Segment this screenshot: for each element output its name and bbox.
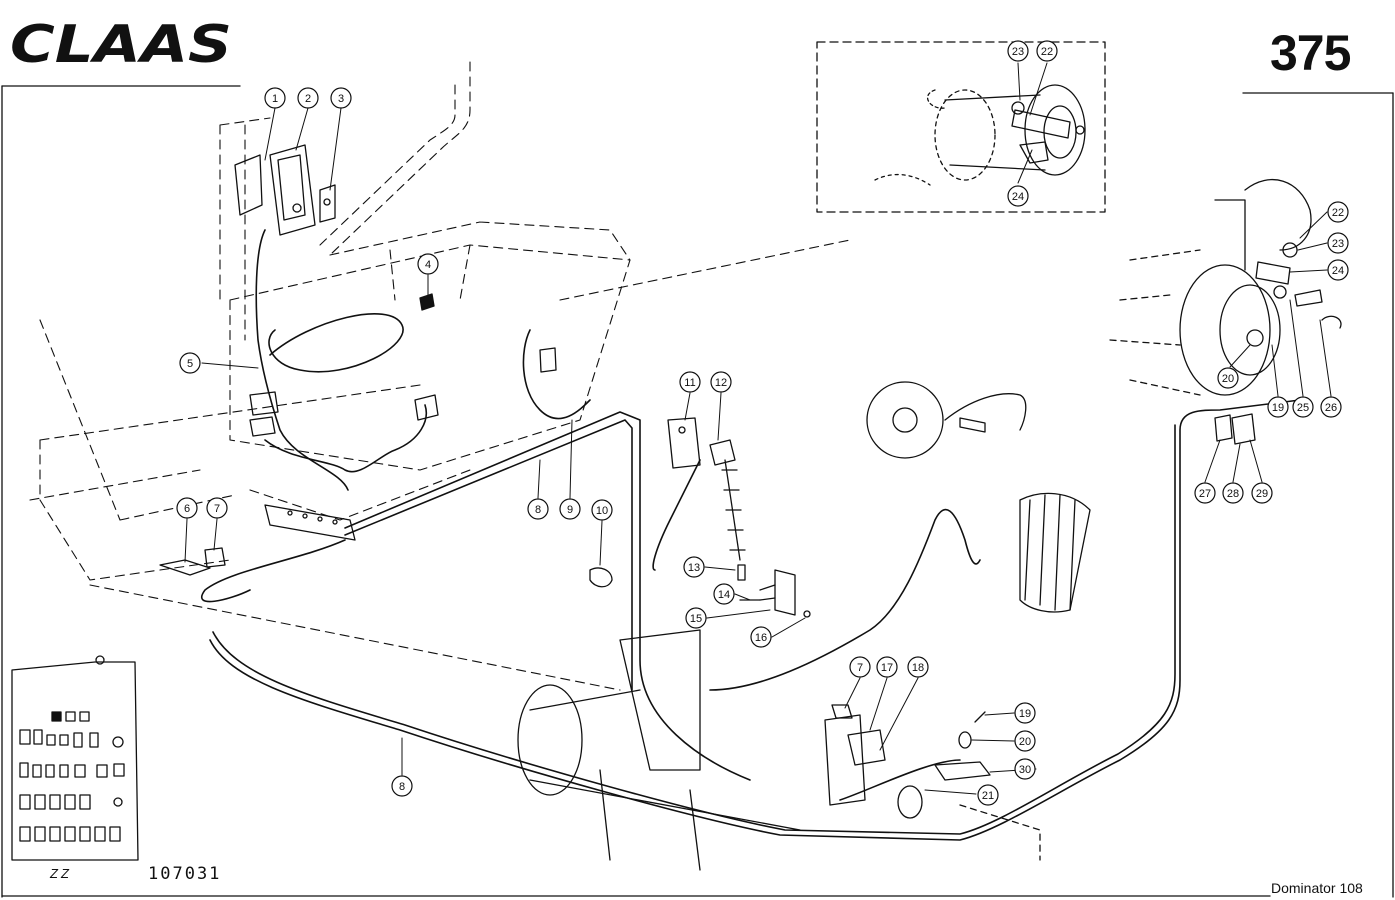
- svg-text:24: 24: [1332, 265, 1344, 277]
- callout-8-b: 8: [391, 775, 413, 797]
- svg-text:7: 7: [857, 662, 863, 674]
- svg-text:8: 8: [399, 781, 405, 793]
- callout-24-a: 24: [1007, 185, 1029, 207]
- callout-25: 25: [1292, 396, 1314, 418]
- callout-13: 13: [683, 556, 705, 578]
- callout-3: 3: [330, 87, 352, 109]
- svg-text:8: 8: [535, 504, 541, 516]
- svg-text:17: 17: [881, 662, 893, 674]
- callout-16: 16: [750, 626, 772, 648]
- svg-text:4: 4: [425, 259, 431, 271]
- callout-24-b: 24: [1327, 259, 1349, 281]
- lower-beater: [517, 492, 1091, 871]
- switch-bracket: [234, 144, 336, 236]
- callout-22-a: 22: [1036, 40, 1058, 62]
- svg-text:20: 20: [1222, 373, 1234, 385]
- callout-20-a: 20: [1014, 730, 1036, 752]
- callout-14: 14: [713, 583, 735, 605]
- svg-text:27: 27: [1199, 488, 1211, 500]
- callout-27: 27: [1194, 482, 1216, 504]
- callout-7-a: 7: [206, 497, 228, 519]
- callout-9: 9: [559, 498, 581, 520]
- part-callouts: 1 2 3 4 5 6 7 8 9 10 11 12 13 14 15 16 7…: [176, 40, 1349, 806]
- callout-5: 5: [179, 352, 201, 374]
- callout-23-a: 23: [1007, 40, 1029, 62]
- svg-text:18: 18: [912, 662, 924, 674]
- rear-drum-assembly: [866, 179, 1342, 459]
- svg-text:28: 28: [1227, 488, 1239, 500]
- svg-text:29: 29: [1256, 488, 1268, 500]
- svg-text:20: 20: [1019, 736, 1031, 748]
- svg-text:22: 22: [1332, 207, 1344, 219]
- svg-text:16: 16: [755, 632, 767, 644]
- callout-8-a: 8: [527, 498, 549, 520]
- callout-28: 28: [1222, 482, 1244, 504]
- sensor-bracket-parts: [159, 417, 811, 618]
- detail-inset: [816, 41, 1106, 213]
- svg-text:19: 19: [1019, 708, 1031, 720]
- callout-7-b: 7: [849, 656, 871, 678]
- svg-text:1: 1: [272, 93, 278, 105]
- cab-outline: [29, 61, 851, 691]
- callout-10: 10: [591, 499, 613, 521]
- callout-22-b: 22: [1327, 201, 1349, 223]
- svg-text:25: 25: [1297, 402, 1309, 414]
- leader-lines: [184, 62, 1332, 795]
- svg-text:3: 3: [338, 93, 344, 105]
- svg-text:7: 7: [214, 503, 220, 515]
- callout-30: 30: [1014, 758, 1036, 780]
- junction-block: [249, 293, 557, 541]
- callout-11: 11: [679, 371, 701, 393]
- callout-17: 17: [876, 656, 898, 678]
- callout-19-b: 19: [1267, 396, 1289, 418]
- callout-15: 15: [685, 607, 707, 629]
- svg-text:22: 22: [1041, 46, 1053, 58]
- callout-21: 21: [977, 784, 999, 806]
- svg-text:15: 15: [690, 613, 702, 625]
- svg-text:13: 13: [688, 562, 700, 574]
- svg-text:12: 12: [715, 377, 727, 389]
- callout-20-b: 20: [1217, 367, 1239, 389]
- svg-text:2: 2: [305, 93, 311, 105]
- page-number: 375: [1270, 25, 1351, 81]
- svg-text:23: 23: [1012, 46, 1024, 58]
- callout-26: 26: [1320, 396, 1342, 418]
- claas-logo: CLAAS: [10, 15, 232, 70]
- brand-logo-text: CLAAS: [10, 15, 232, 70]
- svg-text:5: 5: [187, 358, 193, 370]
- callout-4: 4: [417, 253, 439, 275]
- footer-code: ZZ: [50, 866, 72, 881]
- callout-2: 2: [297, 87, 319, 109]
- svg-text:26: 26: [1325, 402, 1337, 414]
- model-name: Dominator 108: [1271, 880, 1363, 896]
- callout-12: 12: [710, 371, 732, 393]
- callout-29: 29: [1251, 482, 1273, 504]
- svg-text:14: 14: [718, 589, 730, 601]
- svg-text:24: 24: [1012, 191, 1024, 203]
- wiring-harness: [201, 229, 1301, 841]
- svg-text:9: 9: [567, 504, 573, 516]
- callout-1: 1: [264, 87, 286, 109]
- callout-6: 6: [176, 497, 198, 519]
- callout-23-b: 23: [1327, 232, 1349, 254]
- svg-text:10: 10: [596, 505, 608, 517]
- svg-text:19: 19: [1272, 402, 1284, 414]
- svg-text:23: 23: [1332, 238, 1344, 250]
- fuse-board: [11, 655, 139, 861]
- drawing-number: 107031: [148, 864, 222, 884]
- svg-text:30: 30: [1019, 764, 1031, 776]
- svg-text:11: 11: [684, 377, 695, 389]
- callout-18: 18: [907, 656, 929, 678]
- svg-text:6: 6: [184, 503, 190, 515]
- svg-text:21: 21: [982, 790, 994, 802]
- callout-19-a: 19: [1014, 702, 1036, 724]
